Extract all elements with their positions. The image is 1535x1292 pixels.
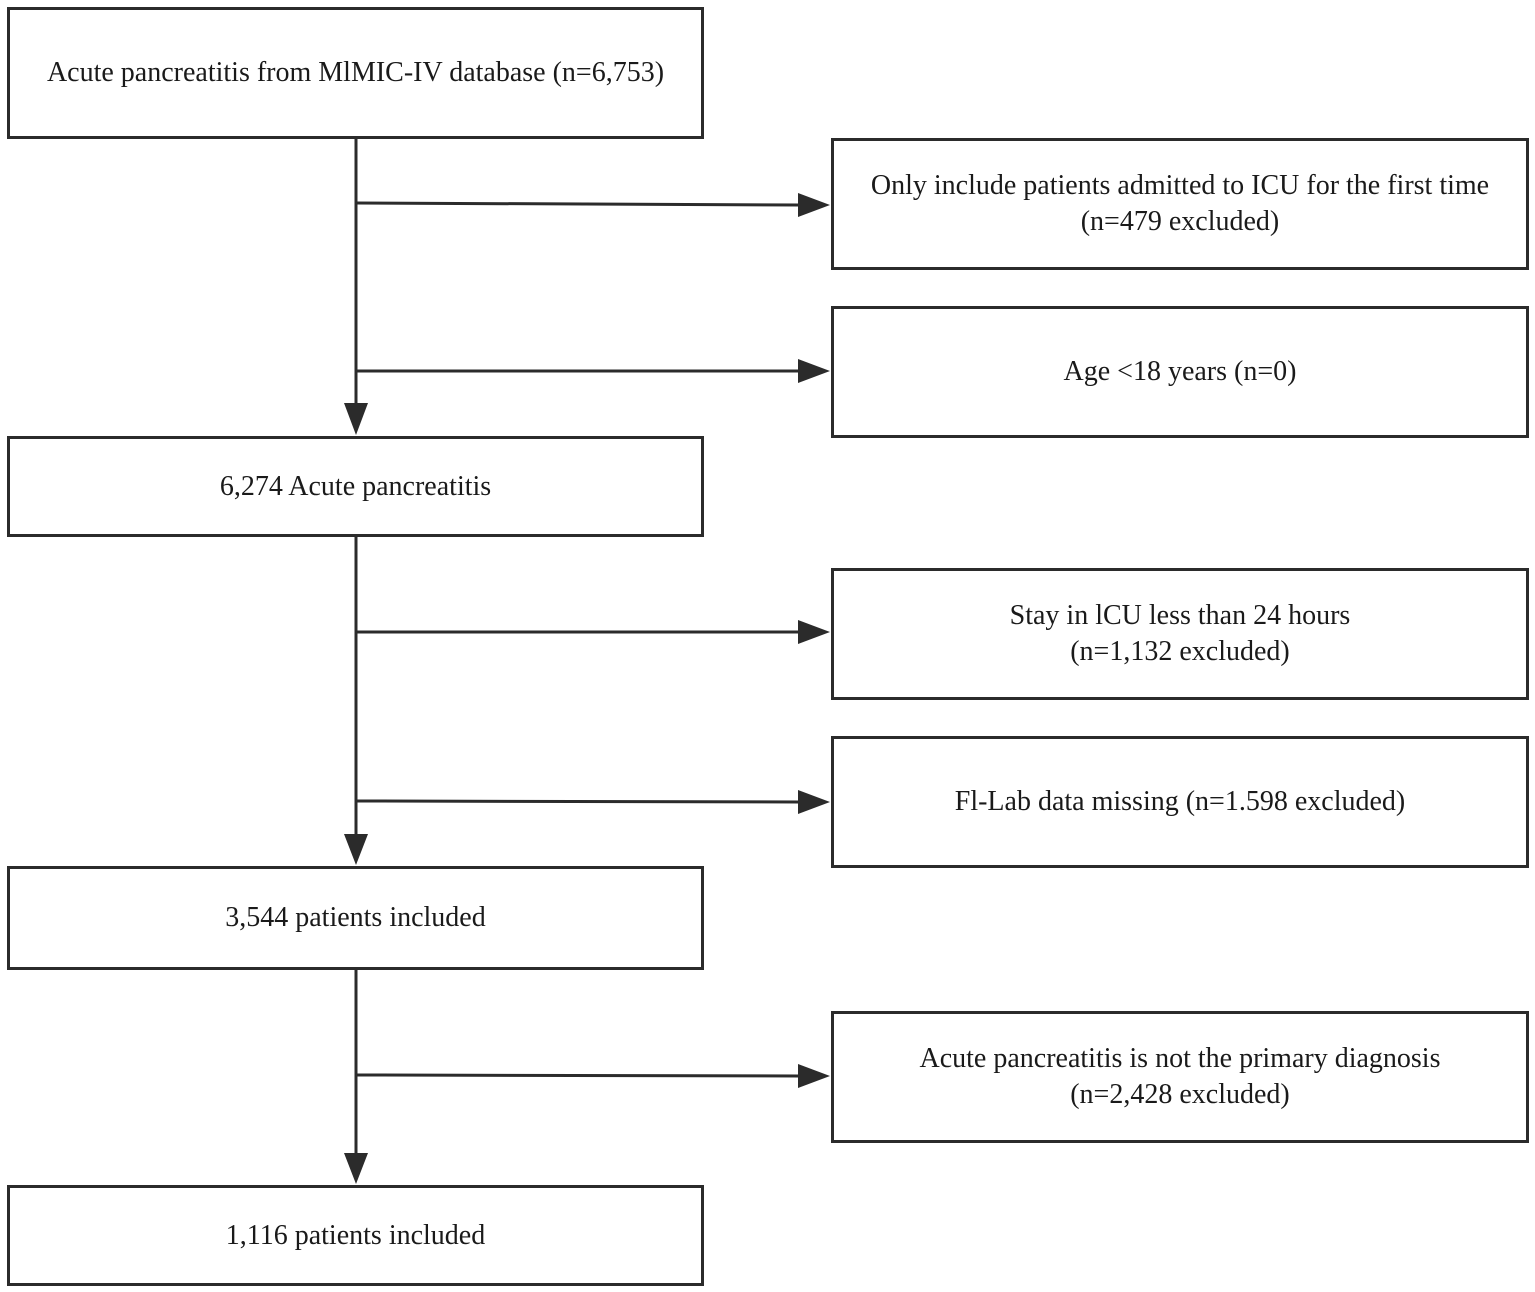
step2-cohort-box: 3,544 patients included [7, 866, 704, 970]
exclusion-first-icu-count: (n=479 excluded) [1080, 206, 1280, 237]
step1-cohort-text: 6,274 Acute pancreatitis [219, 470, 492, 502]
exclusion-icu-stay-criterion: Stay in lCU less than 24 hours [1009, 600, 1351, 631]
right-arrowhead-age [798, 359, 830, 383]
branch-line-lab-missing [355, 799, 801, 804]
exclusion-age-criterion: Age <18 years (n=0) [1063, 356, 1297, 387]
exclusion-box-primary-dx: Acute pancreatitis is not the primary di… [831, 1011, 1529, 1143]
right-arrowhead-icu-stay [798, 620, 830, 644]
final-cohort-box: 1,116 patients included [7, 1185, 704, 1286]
start-cohort-text: Acute pancreatitis from MlMIC-IV databas… [46, 57, 665, 88]
down-arrowhead-3 [344, 1153, 368, 1184]
exclusion-box-lab-missing: Fl-Lab data missing (n=1.598 excluded) [831, 736, 1529, 868]
exclusion-primary-dx-count: (n=2,428 excluded) [1070, 1079, 1290, 1110]
down-arrowhead-2 [344, 834, 368, 865]
exclusion-lab-missing-criterion: Fl-Lab data missing (n=1.598 excluded) [954, 786, 1406, 817]
branch-line-first-icu [355, 201, 801, 207]
exclusion-icu-stay-count: (n=1,132 excluded) [1070, 636, 1290, 667]
exclusion-primary-dx-criterion: Acute pancreatitis is not the primary di… [919, 1043, 1441, 1074]
right-arrowhead-primary-dx [798, 1064, 830, 1088]
right-arrowhead-first-icu [798, 193, 830, 217]
exclusion-box-age: Age <18 years (n=0) [831, 306, 1529, 438]
exclusion-box-icu-stay: Stay in lCU less than 24 hours (n=1,132 … [831, 568, 1529, 700]
exclusion-box-first-icu: Only include patients admitted to ICU fo… [831, 138, 1529, 270]
down-arrowhead-1 [344, 403, 368, 435]
start-cohort-box: Acute pancreatitis from MlMIC-IV databas… [7, 7, 704, 139]
right-arrowhead-lab-missing [798, 790, 830, 814]
final-cohort-text: 1,116 patients included [225, 1219, 486, 1251]
branch-line-primary-dx [355, 1073, 801, 1078]
step2-cohort-text: 3,544 patients included [225, 902, 486, 933]
exclusion-first-icu-criterion: Only include patients admitted to ICU fo… [870, 170, 1490, 201]
step1-cohort-box: 6,274 Acute pancreatitis [7, 436, 704, 537]
